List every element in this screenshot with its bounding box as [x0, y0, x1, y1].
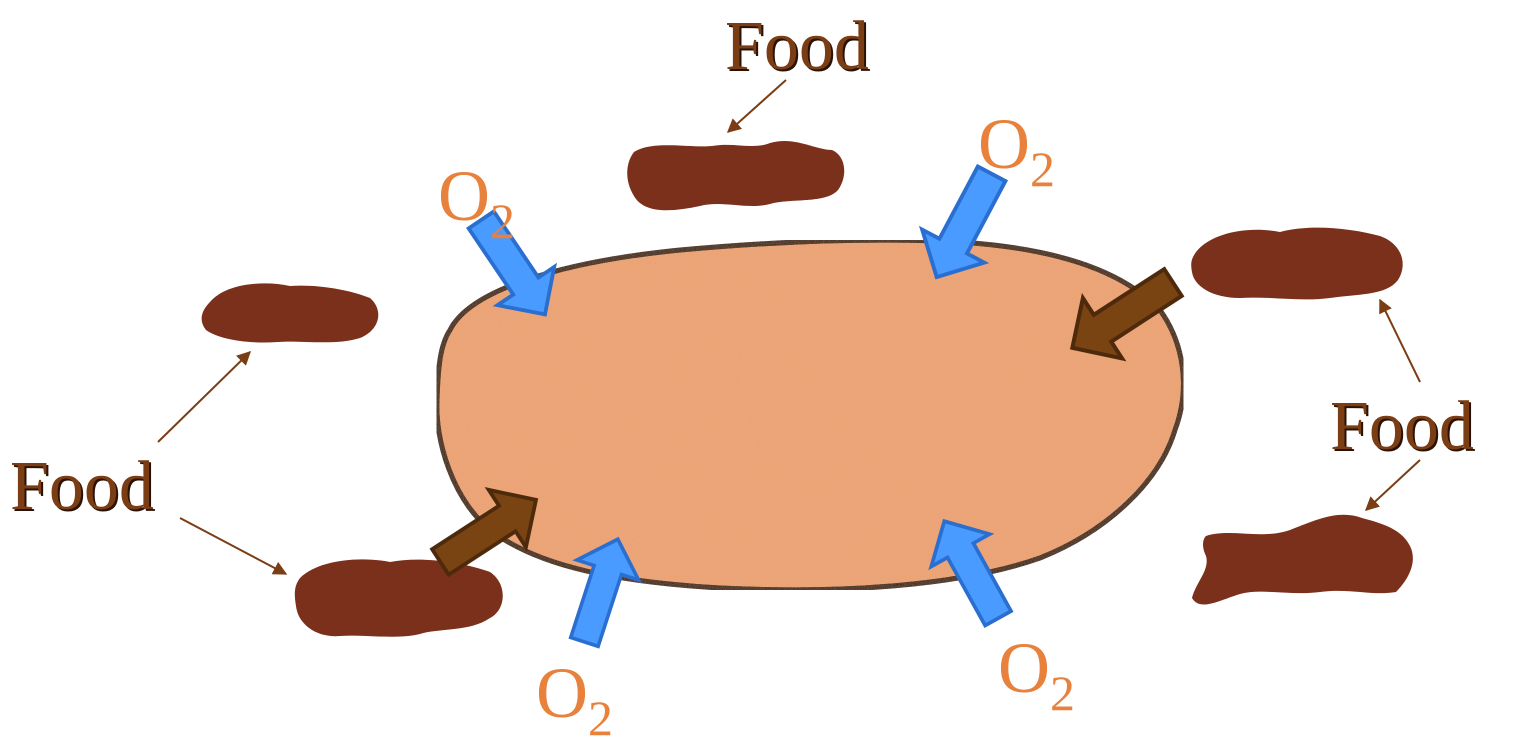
pointer-left-food-upper	[158, 352, 250, 442]
food-blob-right-upper	[1191, 228, 1402, 300]
food-label-right: Food	[1330, 392, 1474, 462]
oxygen-label-bottom-right: O2	[998, 632, 1075, 704]
oxygen-label-bottom-left: O2	[536, 657, 613, 729]
oxygen-label-top-right: O2	[978, 108, 1055, 180]
pointer-right-food-lower	[1366, 460, 1420, 510]
food-blob-right-lower	[1192, 515, 1413, 605]
pointer-left-food-lower	[180, 518, 286, 574]
pointer-right-food-upper	[1380, 300, 1420, 382]
pointer-top-food	[728, 80, 786, 132]
food-blob-left-lower	[295, 559, 503, 636]
food-blob-left-upper	[202, 283, 379, 342]
food-label-top: Food	[725, 12, 869, 82]
oxygen-label-top-left: O2	[438, 160, 515, 232]
food-blob-top	[627, 141, 844, 210]
food-label-left: Food	[10, 452, 154, 522]
